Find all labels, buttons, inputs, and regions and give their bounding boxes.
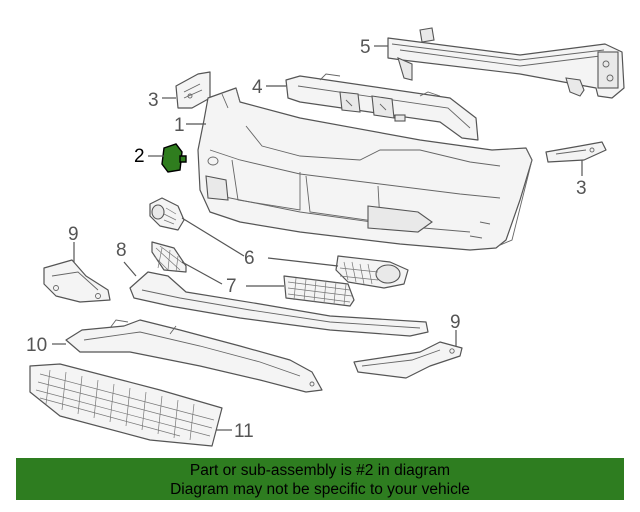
callout-labels: 5 4 3 1 2 3 6 7 8 9 9 10 11 [26,37,587,442]
banner-line-2: Diagram may not be specific to your vehi… [170,481,470,498]
callout-8: 8 [116,240,127,261]
callout-7: 7 [226,276,237,297]
callout-1: 1 [174,115,185,136]
part-3-left-bracket [175,71,211,109]
callout-9-right: 9 [450,312,461,333]
part-6-left-fog-bezel [149,197,185,231]
part-10-lower-deflector [65,319,323,393]
exploded-parts-diagram: 5 4 3 1 2 3 6 7 8 9 9 10 11 [26,27,625,447]
part-11-lower-grille [29,363,223,447]
part-8-lower-lip [129,271,429,337]
callout-11: 11 [234,421,254,442]
callout-3-left: 3 [148,90,159,111]
callout-10: 10 [26,335,47,356]
callout-6: 6 [244,248,255,269]
part-7-left-grille-insert [151,241,187,273]
callout-4: 4 [252,77,263,98]
part-9-right-shield [353,341,463,379]
part-3-right-bracket [545,141,607,163]
part-2-highlighted-component [161,143,187,173]
part-4-energy-absorber [285,73,479,141]
banner-line-1: Part or sub-assembly is #2 in diagram [189,462,451,479]
part-6-right-fog-bezel [335,255,409,289]
callout-3-right: 3 [576,178,587,199]
callout-5: 5 [360,37,371,58]
part-7-right-grille-insert [283,275,355,307]
part-9-left-shield [43,259,111,303]
info-banner: Part or sub-assembly is #2 in diagram Di… [16,458,624,500]
part-1-bumper-cover [197,87,533,251]
part-5-reinforcement-beam [387,27,625,99]
callout-9-left: 9 [68,224,79,245]
callout-2: 2 [134,146,145,167]
leader-lines [52,45,583,431]
